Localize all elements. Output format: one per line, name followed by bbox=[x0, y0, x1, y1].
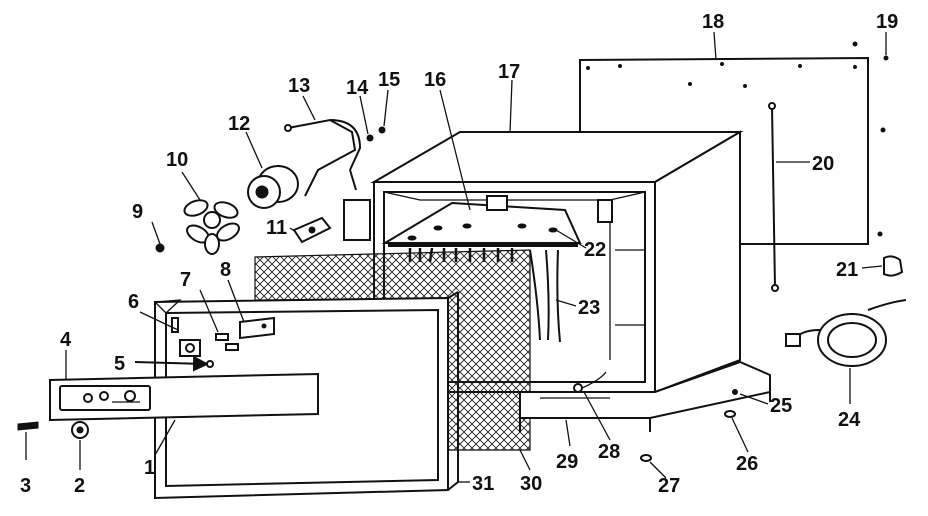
label-3: 3 bbox=[20, 475, 31, 497]
knob bbox=[71, 421, 89, 439]
label-20: 20 bbox=[812, 153, 834, 175]
label-28: 28 bbox=[598, 441, 620, 463]
label-2: 2 bbox=[74, 475, 85, 497]
cabinet-base bbox=[519, 360, 771, 432]
label-30: 30 bbox=[520, 473, 542, 495]
label-22: 22 bbox=[584, 239, 606, 261]
label-18: 18 bbox=[702, 11, 724, 33]
small-part-26 bbox=[724, 410, 736, 418]
label-6: 6 bbox=[128, 291, 139, 313]
label-7: 7 bbox=[180, 269, 191, 291]
fan-blade bbox=[183, 199, 240, 255]
screw-15 bbox=[378, 126, 386, 134]
label-14: 14 bbox=[346, 77, 369, 99]
label-31: 31 bbox=[472, 473, 494, 495]
label-26: 26 bbox=[736, 453, 758, 475]
bracket bbox=[17, 421, 39, 431]
label-12: 12 bbox=[228, 113, 250, 135]
heating-element-tray bbox=[381, 195, 582, 247]
label-19: 19 bbox=[876, 11, 898, 33]
label-11: 11 bbox=[266, 217, 287, 239]
screw-14 bbox=[366, 134, 374, 142]
label-8: 8 bbox=[220, 259, 231, 281]
heating-rod bbox=[768, 102, 779, 292]
label-23: 23 bbox=[578, 297, 600, 319]
label-9: 9 bbox=[132, 201, 143, 223]
label-5: 5 bbox=[114, 353, 125, 375]
label-29: 29 bbox=[556, 451, 578, 473]
leader-lines bbox=[25, 31, 887, 483]
label-21: 21 bbox=[836, 259, 858, 281]
label-16: 16 bbox=[424, 69, 446, 91]
label-1: 1 bbox=[144, 457, 155, 479]
motor-bracket bbox=[284, 118, 362, 197]
label-27: 27 bbox=[658, 475, 680, 497]
label-24: 24 bbox=[838, 409, 861, 431]
screw bbox=[134, 355, 214, 372]
small-part-25 bbox=[732, 389, 738, 395]
label-17: 17 bbox=[498, 61, 520, 83]
switch-block bbox=[171, 317, 201, 357]
label-15: 15 bbox=[378, 69, 400, 91]
label-13: 13 bbox=[288, 75, 310, 97]
control-panel bbox=[49, 372, 319, 422]
mount-plate bbox=[292, 216, 332, 244]
small-part-27 bbox=[640, 454, 652, 462]
label-4: 4 bbox=[60, 329, 72, 351]
label-25: 25 bbox=[770, 395, 792, 417]
switch-parts bbox=[215, 333, 239, 351]
foot bbox=[883, 255, 904, 277]
terminal-block bbox=[239, 316, 275, 340]
label-10: 10 bbox=[166, 149, 188, 171]
fan-motor bbox=[247, 165, 299, 209]
power-cord bbox=[785, 299, 907, 367]
part-labels: 1 2 3 4 5 6 7 8 9 10 11 12 13 14 15 16 1… bbox=[20, 11, 898, 497]
small-part-9 bbox=[155, 243, 165, 253]
